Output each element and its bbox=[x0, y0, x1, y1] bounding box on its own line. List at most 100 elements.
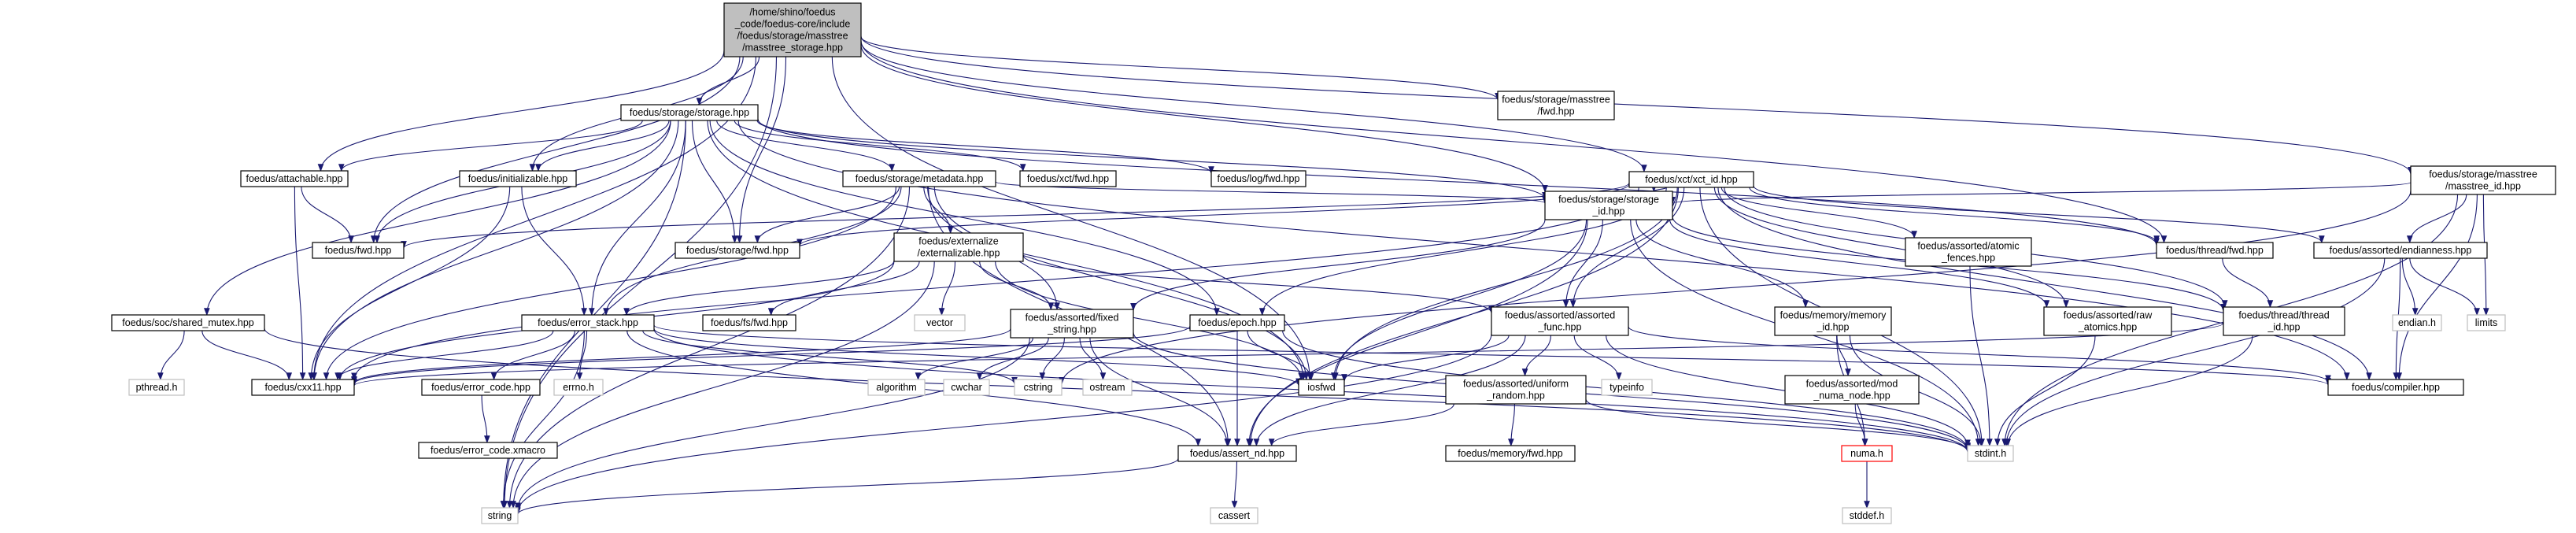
node-masstree_id[interactable]: foedus/storage/masstree/masstree_id.hpp bbox=[2410, 165, 2556, 195]
node-fs_fwd[interactable]: foedus/fs/fwd.hpp bbox=[702, 314, 796, 331]
node-externalizable[interactable]: foedus/externalize/externalizable.hpp bbox=[893, 232, 1024, 262]
node-shared_mutex[interactable]: foedus/soc/shared_mutex.hpp bbox=[111, 314, 265, 331]
edge-metadata-to-cxx11 bbox=[323, 186, 896, 381]
edge-error_stack-to-cxx11 bbox=[334, 330, 554, 381]
node-box-pthread_h bbox=[128, 379, 185, 396]
node-box-string bbox=[481, 507, 519, 524]
node-masstree_fwd[interactable]: foedus/storage/masstree/fwd.hpp bbox=[1497, 91, 1615, 120]
node-box-epoch bbox=[1189, 314, 1285, 331]
edge-thread_id-to-cxx11 bbox=[351, 323, 2224, 387]
node-xct_id[interactable]: foedus/xct/xct_id.hpp bbox=[1628, 171, 1754, 188]
edge-storage_id-to-raw_atomics bbox=[1669, 219, 2050, 309]
edge-error_stack-to-iosfwd bbox=[653, 328, 1302, 387]
edge-assert_nd-to-string bbox=[515, 457, 1179, 516]
node-label-atomic_fences: _fences.hpp bbox=[1941, 253, 1995, 264]
node-label-numa_h: numa.h bbox=[1850, 448, 1883, 459]
node-label-thread_id: foedus/thread/thread bbox=[2238, 310, 2329, 321]
node-epoch[interactable]: foedus/epoch.hpp bbox=[1189, 314, 1285, 331]
node-typeinfo[interactable]: typeinfo bbox=[1601, 379, 1653, 396]
node-metadata[interactable]: foedus/storage/metadata.hpp bbox=[842, 170, 996, 187]
node-storage_hpp[interactable]: foedus/storage/storage.hpp bbox=[620, 104, 759, 121]
node-root[interactable]: /home/shino/foedus_code/foedus-core/incl… bbox=[723, 2, 862, 57]
node-label-endianness: foedus/assorted/endianness.hpp bbox=[2330, 245, 2472, 256]
node-error_code_xmacro[interactable]: foedus/error_code.xmacro bbox=[418, 442, 558, 459]
edge-error_code-to-error_code_xmacro bbox=[481, 394, 490, 444]
node-endianness[interactable]: foedus/assorted/endianness.hpp bbox=[2313, 242, 2488, 259]
node-label-stddef_h: stddef.h bbox=[1850, 510, 1885, 521]
edge-root-to-masstree_id bbox=[860, 35, 2414, 175]
node-atomic_fences[interactable]: foedus/assorted/atomic_fences.hpp bbox=[1905, 237, 2032, 267]
node-label-typeinfo: typeinfo bbox=[1610, 382, 1644, 393]
node-initializable[interactable]: foedus/initializable.hpp bbox=[459, 170, 577, 187]
node-log_fwd[interactable]: foedus/log/fwd.hpp bbox=[1210, 170, 1306, 187]
node-label-raw_atomics: foedus/assorted/raw bbox=[2064, 310, 2153, 321]
node-label-externalizable: foedus/externalize bbox=[918, 236, 999, 247]
node-cxx11[interactable]: foedus/cxx11.hpp bbox=[251, 379, 355, 396]
edge-root-to-thread_fwd bbox=[860, 40, 2168, 244]
node-string[interactable]: string bbox=[481, 507, 519, 524]
node-cassert[interactable]: cassert bbox=[1210, 507, 1258, 524]
node-label-root: /masstree_storage.hpp bbox=[742, 43, 843, 54]
node-stddef_h[interactable]: stddef.h bbox=[1842, 507, 1892, 524]
node-error_stack[interactable]: foedus/error_stack.hpp bbox=[521, 314, 655, 331]
node-mod_numa_node[interactable]: foedus/assorted/mod_numa_node.hpp bbox=[1784, 375, 1920, 405]
node-box-mod_numa_node bbox=[1784, 375, 1920, 405]
edge-initializable-to-cxx11 bbox=[308, 186, 511, 381]
node-label-atomic_fences: foedus/assorted/atomic bbox=[1917, 241, 2019, 252]
node-xct_fwd[interactable]: foedus/xct/fwd.hpp bbox=[1019, 170, 1117, 187]
edge-fixed_string-to-string bbox=[515, 337, 1030, 511]
node-ostream[interactable]: ostream bbox=[1082, 379, 1133, 396]
node-foedus_fwd[interactable]: foedus/fwd.hpp bbox=[312, 242, 405, 259]
node-assorted_func[interactable]: foedus/assorted/assorted_func.hpp bbox=[1491, 306, 1629, 336]
node-box-root bbox=[723, 2, 862, 57]
edge-storage_hpp-to-attachable bbox=[338, 120, 643, 172]
node-label-iosfwd: iosfwd bbox=[1307, 382, 1335, 393]
node-box-limits bbox=[2467, 314, 2506, 331]
node-cstring[interactable]: cstring bbox=[1014, 379, 1063, 396]
node-fixed_string[interactable]: foedus/assorted/fixed_string.hpp bbox=[1010, 309, 1134, 339]
node-box-memory_fwd bbox=[1445, 445, 1576, 462]
node-pthread_h[interactable]: pthread.h bbox=[128, 379, 185, 396]
node-memory_fwd[interactable]: foedus/memory/fwd.hpp bbox=[1445, 445, 1576, 462]
node-box-memory_id bbox=[1774, 306, 1892, 336]
edge-epoch-to-cxx11 bbox=[351, 325, 1191, 385]
node-raw_atomics[interactable]: foedus/assorted/raw_atomics.hpp bbox=[2043, 306, 2172, 336]
node-box-error_stack bbox=[521, 314, 655, 331]
edge-xct_id-to-atomic_fences bbox=[1720, 187, 1917, 239]
node-label-ostream: ostream bbox=[1089, 382, 1125, 393]
node-box-log_fwd bbox=[1210, 170, 1306, 187]
node-box-cassert bbox=[1210, 507, 1258, 524]
node-box-storage_hpp bbox=[620, 104, 759, 121]
node-numa_h[interactable]: numa.h bbox=[1841, 445, 1893, 462]
node-attachable[interactable]: foedus/attachable.hpp bbox=[240, 170, 349, 187]
node-compiler[interactable]: foedus/compiler.hpp bbox=[2327, 379, 2464, 396]
node-assert_nd[interactable]: foedus/assert_nd.hpp bbox=[1177, 445, 1297, 462]
node-stdint_h[interactable]: stdint.h bbox=[1967, 445, 2014, 462]
node-box-storage_id bbox=[1544, 191, 1673, 220]
node-memory_id[interactable]: foedus/memory/memory_id.hpp bbox=[1774, 306, 1892, 336]
node-algorithm[interactable]: algorithm bbox=[867, 379, 926, 396]
node-error_code[interactable]: foedus/error_code.hpp bbox=[421, 379, 541, 396]
node-thread_fwd[interactable]: foedus/thread/fwd.hpp bbox=[2156, 242, 2274, 259]
node-label-mod_numa_node: foedus/assorted/mod bbox=[1806, 379, 1898, 390]
node-cwchar[interactable]: cwchar bbox=[943, 379, 990, 396]
node-endian_h[interactable]: endian.h bbox=[2392, 314, 2442, 331]
edge-externalizable-to-iosfwd bbox=[995, 261, 1304, 381]
node-box-externalizable bbox=[893, 232, 1024, 262]
node-box-vector bbox=[914, 314, 966, 331]
node-box-cxx11 bbox=[251, 379, 355, 396]
edge-xct_id-to-endianness bbox=[1753, 185, 2325, 244]
edge-assorted_func-to-uniform_random bbox=[1521, 335, 1551, 377]
node-storage_id[interactable]: foedus/storage/storage_id.hpp bbox=[1544, 191, 1673, 220]
node-uniform_random[interactable]: foedus/assorted/uniform_random.hpp bbox=[1445, 375, 1587, 405]
node-iosfwd[interactable]: iosfwd bbox=[1298, 379, 1345, 396]
node-box-masstree_fwd bbox=[1497, 91, 1615, 120]
node-vector[interactable]: vector bbox=[914, 314, 966, 331]
node-storage_fwd[interactable]: foedus/storage/fwd.hpp bbox=[674, 242, 800, 259]
edge-xct_id-to-compiler bbox=[1717, 187, 2372, 381]
node-label-assorted_func: foedus/assorted/assorted bbox=[1505, 310, 1615, 321]
node-thread_id[interactable]: foedus/thread/thread_id.hpp bbox=[2223, 306, 2345, 336]
node-errno_h[interactable]: errno.h bbox=[553, 379, 604, 396]
node-limits[interactable]: limits bbox=[2467, 314, 2506, 331]
node-box-masstree_id bbox=[2410, 165, 2556, 195]
